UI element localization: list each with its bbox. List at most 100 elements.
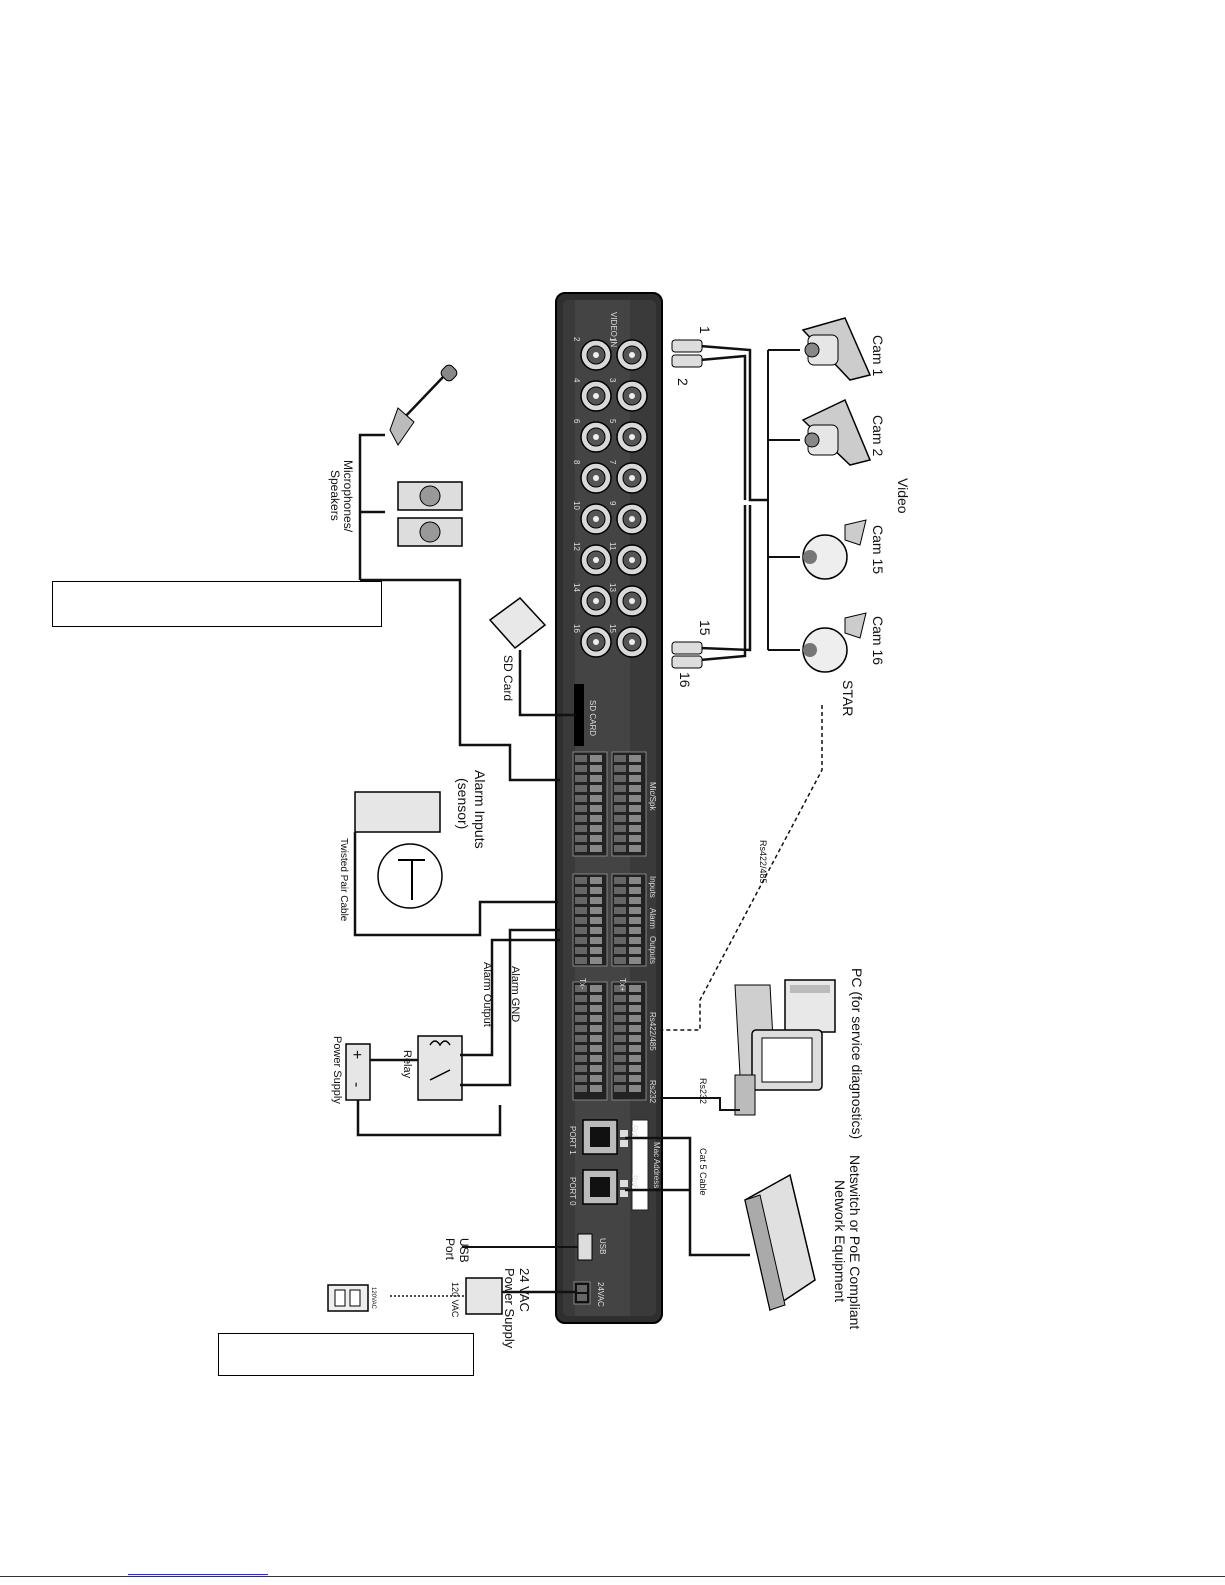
bnc-input-4[interactable] [580, 380, 612, 412]
bnc-input-number: 9 [608, 501, 617, 506]
bnc-input-15[interactable] [616, 626, 648, 658]
ethernet-port-1[interactable] [582, 1119, 628, 1155]
alarm-inputs-label-1: Alarm Inputs [472, 770, 488, 849]
network-switch-icon [744, 1173, 816, 1312]
usb-port-label: USB [598, 1238, 607, 1254]
bnc-input-13[interactable] [616, 585, 648, 617]
speaker-icon-2 [397, 517, 463, 547]
rs422-block-label: Rs422/485 [648, 1012, 657, 1051]
netswitch-label-2: Network Equipment [832, 1180, 848, 1302]
video-in-label: VIDEO IN [609, 312, 618, 347]
camera-1-icon [801, 317, 872, 381]
terminal-block[interactable] [611, 873, 647, 967]
cam16-label: Cam 16 [870, 616, 886, 665]
bnc-input-number: 13 [608, 583, 617, 592]
bnc-input-16[interactable] [580, 626, 612, 658]
sd-card-cable [518, 650, 575, 717]
bnc-input-10[interactable] [580, 503, 612, 535]
bnc-input-number: 7 [608, 460, 617, 465]
mac-address-sticker [631, 1119, 649, 1211]
terminal-blocks [572, 751, 647, 1101]
bnc-input-number: 16 [572, 624, 581, 633]
usb-port-label-1: USB [457, 1238, 471, 1263]
terminal-block[interactable] [572, 981, 608, 1101]
port1-label: PORT 1 [568, 1126, 577, 1155]
bnc-input-6[interactable] [580, 421, 612, 453]
netswitch-label-1: Netswitch or PoE Compliant [847, 1155, 863, 1329]
cable-number-15: 15 [697, 620, 713, 636]
pc-icon [734, 979, 836, 1116]
cable-number-16: 16 [677, 672, 693, 688]
twisted-pair-cable [353, 832, 558, 937]
bnc-input-number: 3 [608, 378, 617, 383]
cable-number-2: 2 [675, 378, 691, 386]
tx-minus-label: Tx- [578, 978, 587, 990]
alarm-sensor-icon [354, 791, 443, 909]
alarm-block-label: Alarm [648, 908, 657, 929]
rs232-cable-label: Rs232 [698, 1078, 708, 1104]
camera-16-icon [802, 612, 867, 673]
terminal-block[interactable] [611, 751, 647, 857]
bnc-input-1[interactable] [616, 339, 648, 371]
camera-15-icon [802, 519, 867, 580]
sd-card-label: SD Card [501, 655, 515, 701]
bnc-input-7[interactable] [616, 462, 648, 494]
terminal-block[interactable] [572, 873, 608, 967]
bnc-plug-1-2 [671, 339, 703, 368]
usb-port[interactable] [577, 1233, 593, 1261]
speaker-icon [397, 481, 463, 511]
video-cabling [699, 344, 800, 662]
inputs-block-label: Inputs [648, 876, 657, 898]
vac-supply-label-1: 24 VAC [517, 1268, 532, 1312]
bnc-input-14[interactable] [580, 585, 612, 617]
cat5-cable [625, 1136, 750, 1257]
poe-label-port1: PoE [630, 1125, 639, 1140]
power-supply-cable [356, 1058, 502, 1137]
port0-label: PORT 0 [568, 1177, 577, 1206]
bnc-input-number: 6 [572, 419, 581, 424]
vac-connector-label: 24VAC [596, 1282, 605, 1307]
vac120-label: 120 VAC [450, 1282, 460, 1318]
bnc-input-number: 8 [572, 460, 581, 465]
cam2-label: Cam 2 [870, 415, 886, 456]
footer-rule [0, 1576, 1225, 1577]
bnc-input-12[interactable] [580, 544, 612, 576]
sd-card-slot[interactable] [574, 684, 584, 746]
alarm-gnd-cable [460, 928, 560, 1087]
cam1-label: Cam 1 [870, 335, 886, 376]
bnc-input-2[interactable] [580, 339, 612, 371]
ethernet-port-0[interactable] [582, 1169, 628, 1205]
bnc-input-9[interactable] [616, 503, 648, 535]
bnc-input-5[interactable] [616, 421, 648, 453]
rs422-dashed-line [660, 705, 823, 1031]
bnc-plug-15-16 [671, 641, 703, 669]
transformer-icon [465, 1277, 503, 1315]
terminal-block[interactable] [611, 981, 647, 1101]
cat5-label: Cat 5 Cable [698, 1148, 708, 1196]
power-connector[interactable] [573, 1281, 591, 1305]
terminal-block[interactable] [572, 751, 608, 857]
footer-link-underline[interactable] [128, 1574, 268, 1575]
power-supply-icon [345, 1043, 371, 1101]
blank-callout-box [52, 581, 382, 627]
bnc-input-number: 14 [572, 583, 581, 592]
bnc-input-number: 4 [572, 378, 581, 383]
bnc-input-3[interactable] [616, 380, 648, 412]
star-label: STAR [840, 680, 856, 716]
rs232-block-label: Rs232 [648, 1080, 657, 1104]
rs422-cable-label: Rs422/485 [758, 840, 768, 884]
video-label: Video [895, 478, 911, 514]
bnc-input-8[interactable] [580, 462, 612, 494]
alarm-output-label: Alarm Output [481, 962, 493, 1027]
twisted-pair-label: Twisted Pair Cable [338, 838, 349, 922]
outputs-block-label: Outputs [648, 936, 657, 964]
tx-plus-label: Tx+ [618, 978, 627, 992]
bnc-input-number: 10 [572, 501, 581, 510]
microphone-icon [389, 364, 458, 446]
alarm-inputs-label-2: (sensor) [455, 778, 471, 829]
blank-callout-box-2 [218, 1333, 474, 1376]
bnc-input-11[interactable] [616, 544, 648, 576]
relay-icon [417, 1035, 463, 1101]
